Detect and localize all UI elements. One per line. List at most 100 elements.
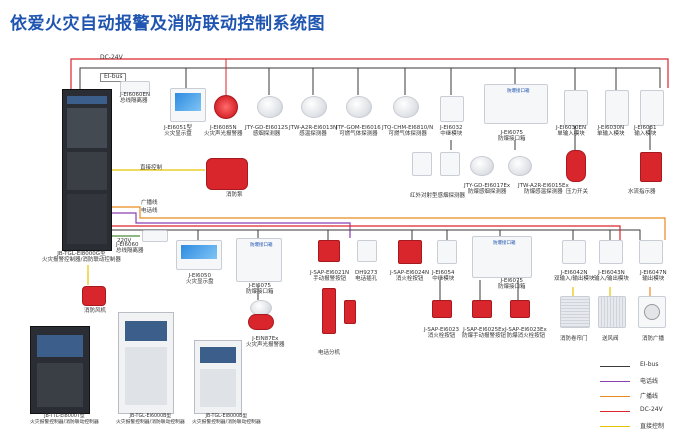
pressure-switch-device — [566, 150, 586, 182]
ein87ex-device — [248, 314, 274, 330]
dc24v-line-mid — [112, 225, 621, 240]
legend-label: EI-bus — [640, 361, 659, 368]
ei6054-device — [437, 240, 457, 264]
ei6060-device — [142, 230, 168, 242]
jtfgom6016-device — [346, 96, 372, 118]
legend: EI-bus 电话线广播线 DC-24V 直接控制 — [600, 360, 690, 438]
smoke-valve-device — [598, 296, 626, 328]
ei6085n-label: J-EI6085N 火灾声光报警器 — [204, 125, 243, 138]
smoke-valve-label: 送风阀 — [602, 336, 619, 342]
smoke-fan-label: 消防风机 — [84, 308, 107, 314]
ei6042n-label: J-EI6042N 双输入/输出模块 — [554, 270, 595, 283]
dh9273-label: DH9273 电话插孔 — [355, 270, 378, 283]
legend-swatch — [600, 366, 630, 367]
phone-ext-label: 电话分机 — [318, 350, 341, 356]
ei6051-device — [170, 88, 206, 122]
jtwa2r6015ex-label: JTW-A2R-EI6015Ex 防爆感温探测器 — [518, 183, 569, 196]
ei6032-device — [440, 96, 464, 122]
sap6023-label: J-SAP-EI6023 消火栓按钮 — [424, 327, 460, 340]
legend-item: DC-24V — [600, 405, 690, 417]
jtwa2r6013n-label: JTW-A2R-EI6013N 感温探测器 — [289, 125, 338, 138]
jtwa2r6015ex-device — [508, 156, 532, 176]
water-flow-label: 水流指示器 — [628, 189, 656, 195]
ei6042n-device — [562, 240, 586, 264]
legend-swatch — [600, 426, 630, 427]
ctrl-c-label: JB-TGL-EI8000B型 火灾报警控制器/消防联动控制器 — [192, 414, 261, 425]
ei6030en-label: J-EI6030EN 单输入模块 — [556, 125, 587, 138]
ei6043n-label: J-EI6043N 输入/输出模块 — [594, 270, 629, 283]
infrared-label: 红外对射型感烟探测器 — [410, 193, 466, 199]
phone-ext-handset — [344, 300, 356, 324]
ei6075-top-device: 防爆接口箱 — [484, 84, 548, 124]
ei6043n-device — [599, 240, 623, 264]
ei6085n-device — [214, 95, 238, 119]
ei6050-device — [176, 240, 222, 270]
main-controller-cabinet — [62, 89, 112, 251]
phone-line-label: 电话线 — [141, 208, 158, 214]
ei6050-label: J-EI6050 火灾显示盘 — [186, 273, 214, 286]
fire-door-label: 消防卷帘门 — [560, 336, 588, 342]
ei6047n-device — [639, 240, 663, 264]
jtqchm-label: JTQ-CHM-EI6810/N 可燃气体探测器 — [382, 125, 434, 138]
ctrl-b-label: JB-TGL-EI6000B型 火灾报警控制器/消防联动控制器 — [116, 414, 185, 425]
legend-label: 电话线 — [640, 378, 659, 385]
main-controller-label: JB-TGL-EI8000G型 火灾报警控制器/消防联动控制器 — [42, 251, 121, 264]
sap6023ex-label: J-SAP-EI6023Ex 防爆消火栓按钮 — [505, 327, 547, 340]
fire-door-device — [560, 296, 590, 328]
infrared-rx-device — [440, 152, 460, 176]
broadcast-line — [112, 206, 666, 240]
ei6075-top-label: J-EI6075 防爆接口箱 — [498, 130, 526, 143]
ei6031-label: J-EI6031 输入模块 — [634, 125, 657, 138]
ei6030n-device — [605, 90, 629, 126]
ac220-label: 220V — [117, 238, 132, 244]
legend-label: 直接控制 — [640, 423, 665, 430]
ei6060-label: J-EI6060 总线隔离器 — [116, 242, 144, 255]
legend-label: 广播线 — [640, 393, 659, 400]
ei6075-right-device: 防爆接口箱 — [472, 236, 532, 278]
legend-swatch — [600, 381, 630, 382]
eibus-label: EI-bus — [100, 73, 127, 82]
sap6023-device — [432, 300, 452, 318]
jtwa2r6013n-device — [301, 96, 327, 118]
phone-line — [112, 212, 351, 238]
ctrl-a-device — [30, 326, 90, 414]
broadcast-line-label: 广播线 — [141, 200, 158, 206]
sap6024n-device — [398, 240, 422, 264]
sap6023ex-device — [510, 300, 530, 318]
ei6060en-device — [120, 81, 150, 93]
ei6054-label: J-EI6054 中继模块 — [432, 270, 455, 283]
jtygd6017ex-label: JTY-GD-EI6017Ex 防爆感烟探测器 — [464, 183, 511, 196]
ei6047n-label: J-EI6047N 输出模块 — [640, 270, 667, 283]
jtygd6017ex-device — [470, 156, 494, 176]
broadcast-speaker-label: 消防广播 — [642, 336, 665, 342]
legend-swatch — [600, 396, 630, 397]
direct-control-label: 直接控制 — [140, 165, 163, 171]
water-flow-device — [640, 152, 662, 182]
dh9273-device — [357, 240, 377, 262]
ei6075-right-label: J-EI6075 防爆接口箱 — [498, 278, 526, 291]
sap6024n-label: J-SAP-EI6024N 消火栓按钮 — [390, 270, 430, 283]
ei6060en-label: J-EI6060EN 总线隔离器 — [120, 92, 151, 105]
legend-swatch — [600, 411, 630, 412]
eibus-line-top — [79, 67, 661, 89]
sap6021n-label: J-SAP-EI6021N 手动报警按钮 — [310, 270, 350, 283]
ei6075-mid-label: J-EI6075 防爆接口箱 — [246, 283, 274, 296]
ctrl-a-label: JB-TTL-EI8000T型 火灾报警控制器/消防联动控制器 — [30, 414, 99, 425]
pressure-switch-label: 压力开关 — [566, 189, 589, 195]
smoke-fan-device — [82, 286, 106, 306]
ctrl-c-device — [194, 340, 242, 414]
broadcast-speaker-device — [638, 296, 666, 328]
infrared-tx-device — [412, 152, 432, 176]
jtygd6012s-label: JTY-GD-EI6012S 感烟探测器 — [245, 125, 288, 138]
fire-pump-device — [206, 158, 248, 190]
ei6030en-device — [564, 90, 588, 126]
fire-pump-label: 消防泵 — [226, 192, 243, 198]
legend-item: 广播线 — [600, 390, 690, 402]
legend-item: EI-bus — [600, 360, 690, 372]
page-title: 依爱火灾自动报警及消防联动控制系统图 — [10, 14, 325, 34]
ei6075-mid-device: 防爆接口箱 — [236, 238, 282, 282]
legend-label: DC-24V — [640, 406, 663, 413]
jtqchm-device — [393, 96, 419, 118]
